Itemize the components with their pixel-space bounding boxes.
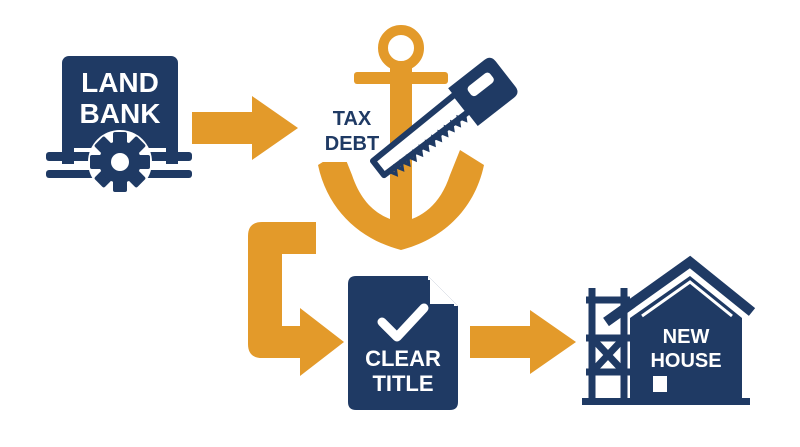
land-bank-node: LAND BANK: [46, 56, 192, 194]
tax-debt-label-backdrop: [316, 102, 390, 162]
document-fold: [428, 276, 458, 306]
house-window: [653, 376, 667, 392]
new-house-label-line2: HOUSE: [650, 350, 721, 372]
house-roof: [603, 255, 756, 327]
new-house-label-line1: NEW: [663, 326, 710, 348]
gear-icon: [88, 130, 152, 194]
arrow-right-icon: [192, 96, 298, 160]
land-bank-leg-left: [62, 140, 74, 164]
elbow-arrow-icon: [248, 222, 344, 376]
saw-icon: [369, 57, 518, 179]
clear-title-node: CLEAR TITLE: [348, 276, 458, 410]
land-bank-sign: [62, 56, 178, 148]
clear-title-label-line2: TITLE: [372, 371, 433, 396]
land-bank-label-line1: LAND: [81, 67, 159, 98]
land-bank-label-line2: BANK: [80, 98, 161, 129]
checkmark-icon: [377, 303, 429, 342]
new-house-node: NEW HOUSE: [582, 255, 756, 405]
land-bank-leg-right: [166, 140, 178, 164]
house-icon: [630, 276, 742, 402]
arrow-right-icon: [470, 310, 576, 374]
document-icon: [348, 276, 458, 410]
tax-debt-label-line2: DEBT: [325, 133, 379, 155]
house-roof-trim: [641, 280, 733, 318]
clear-title-label-line1: CLEAR: [365, 346, 441, 371]
tax-debt-label-line1: TAX: [333, 108, 372, 130]
